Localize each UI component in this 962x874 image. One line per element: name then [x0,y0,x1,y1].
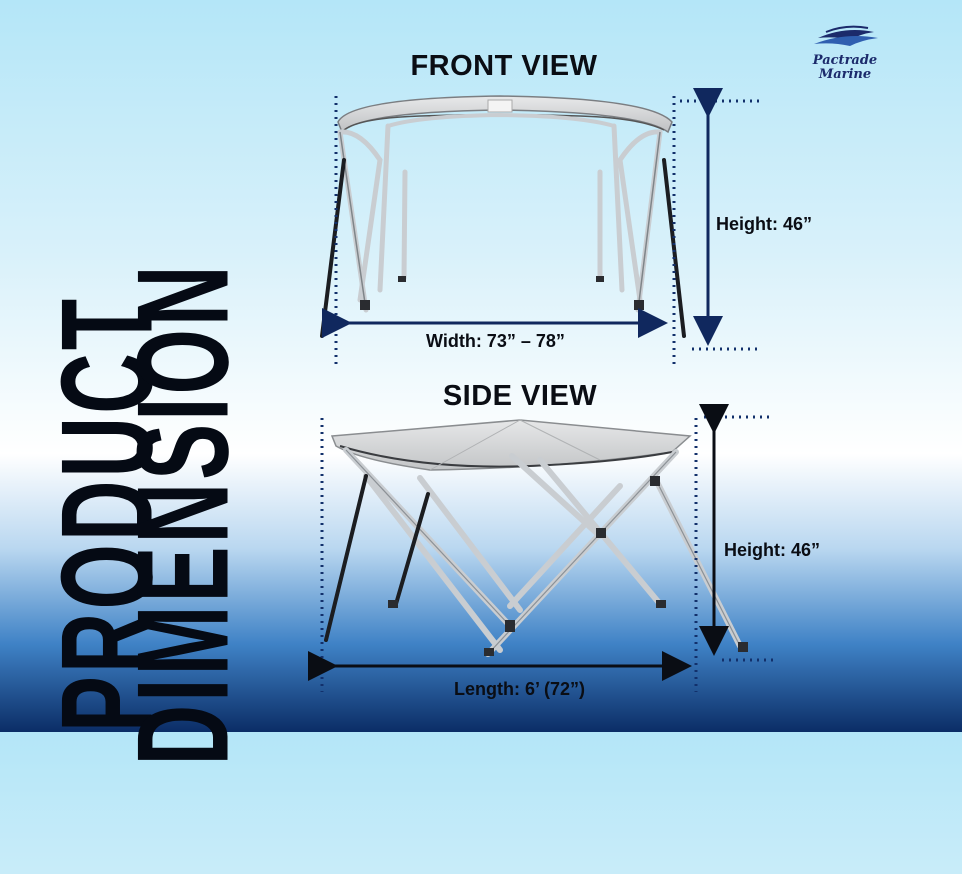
brand-logo: Pactrade Marine [790,24,900,88]
side-height-label: Height: 46” [724,540,821,560]
front-height-label: Height: 46” [716,214,813,234]
side-length-label: Length: 6’ (72”) [454,679,586,699]
logo-text-pactrade: Pactrade [812,53,878,68]
side-view-heading: SIDE VIEW [442,380,598,412]
boat-wave-icon [814,25,878,46]
side-frame [343,447,743,657]
front-view-drawing [320,88,760,368]
front-width-label: Width: 73” – 78” [426,331,565,351]
logo-text-marine: Marine [818,67,872,82]
front-view-heading: FRONT VIEW [410,50,598,82]
side-view-drawing [308,404,776,692]
front-canopy [337,95,673,134]
side-canopy [330,419,692,471]
